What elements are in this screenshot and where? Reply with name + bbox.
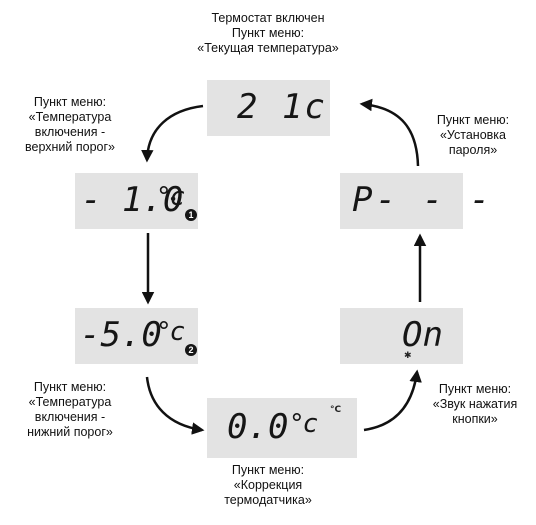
display-lower-threshold: -5.0: [80, 315, 162, 355]
screen-upper-threshold: - 1.0 °c 1: [75, 173, 198, 229]
arrow-password-to-current: [359, 98, 420, 167]
arrow-correction-to-sound: [363, 369, 422, 432]
label-sensor-correction: Пункт меню: «Коррекция термодатчика»: [224, 463, 312, 507]
label-lower-threshold: Пункт меню: «Температура включения - ниж…: [27, 380, 113, 439]
label-password: Пункт меню: «Установка пароля»: [436, 113, 510, 157]
unit-sensor-correction: °c: [289, 409, 318, 439]
display-sensor-correction: 0.0: [227, 407, 289, 447]
unit-upper-threshold: °c: [156, 182, 185, 212]
display-upper-threshold: - 1.0: [81, 180, 184, 220]
label-key-sound: Пункт меню: «Звук нажатия кнопки»: [432, 382, 518, 426]
label-upper-threshold: Пункт меню: «Температура включения - вер…: [25, 95, 115, 154]
screen-current-temperature: 2 1c: [207, 80, 330, 136]
display-current-temperature: 2 1c: [237, 87, 327, 127]
display-password: P- - -: [352, 180, 493, 220]
arrow-current-to-upper: [141, 104, 204, 163]
screen-password: P- - -: [340, 173, 490, 229]
arrow-lower-to-correction: [145, 376, 205, 435]
display-key-sound: On: [402, 315, 443, 355]
thermo-celsius-icon: °C: [330, 405, 342, 415]
screen-key-sound: On ✱: [340, 308, 463, 364]
sound-indicator-icon: ✱: [404, 351, 412, 361]
screen-lower-threshold: -5.0 °c 2: [75, 308, 198, 364]
unit-lower-threshold: °c: [156, 317, 185, 347]
screen-sensor-correction: 0.0 °c °C: [207, 398, 357, 458]
badge-two-icon: 2: [185, 344, 197, 356]
label-current-temperature: Термостат включен Пункт меню: «Текущая т…: [197, 11, 339, 55]
badge-one-icon: 1: [185, 209, 197, 221]
